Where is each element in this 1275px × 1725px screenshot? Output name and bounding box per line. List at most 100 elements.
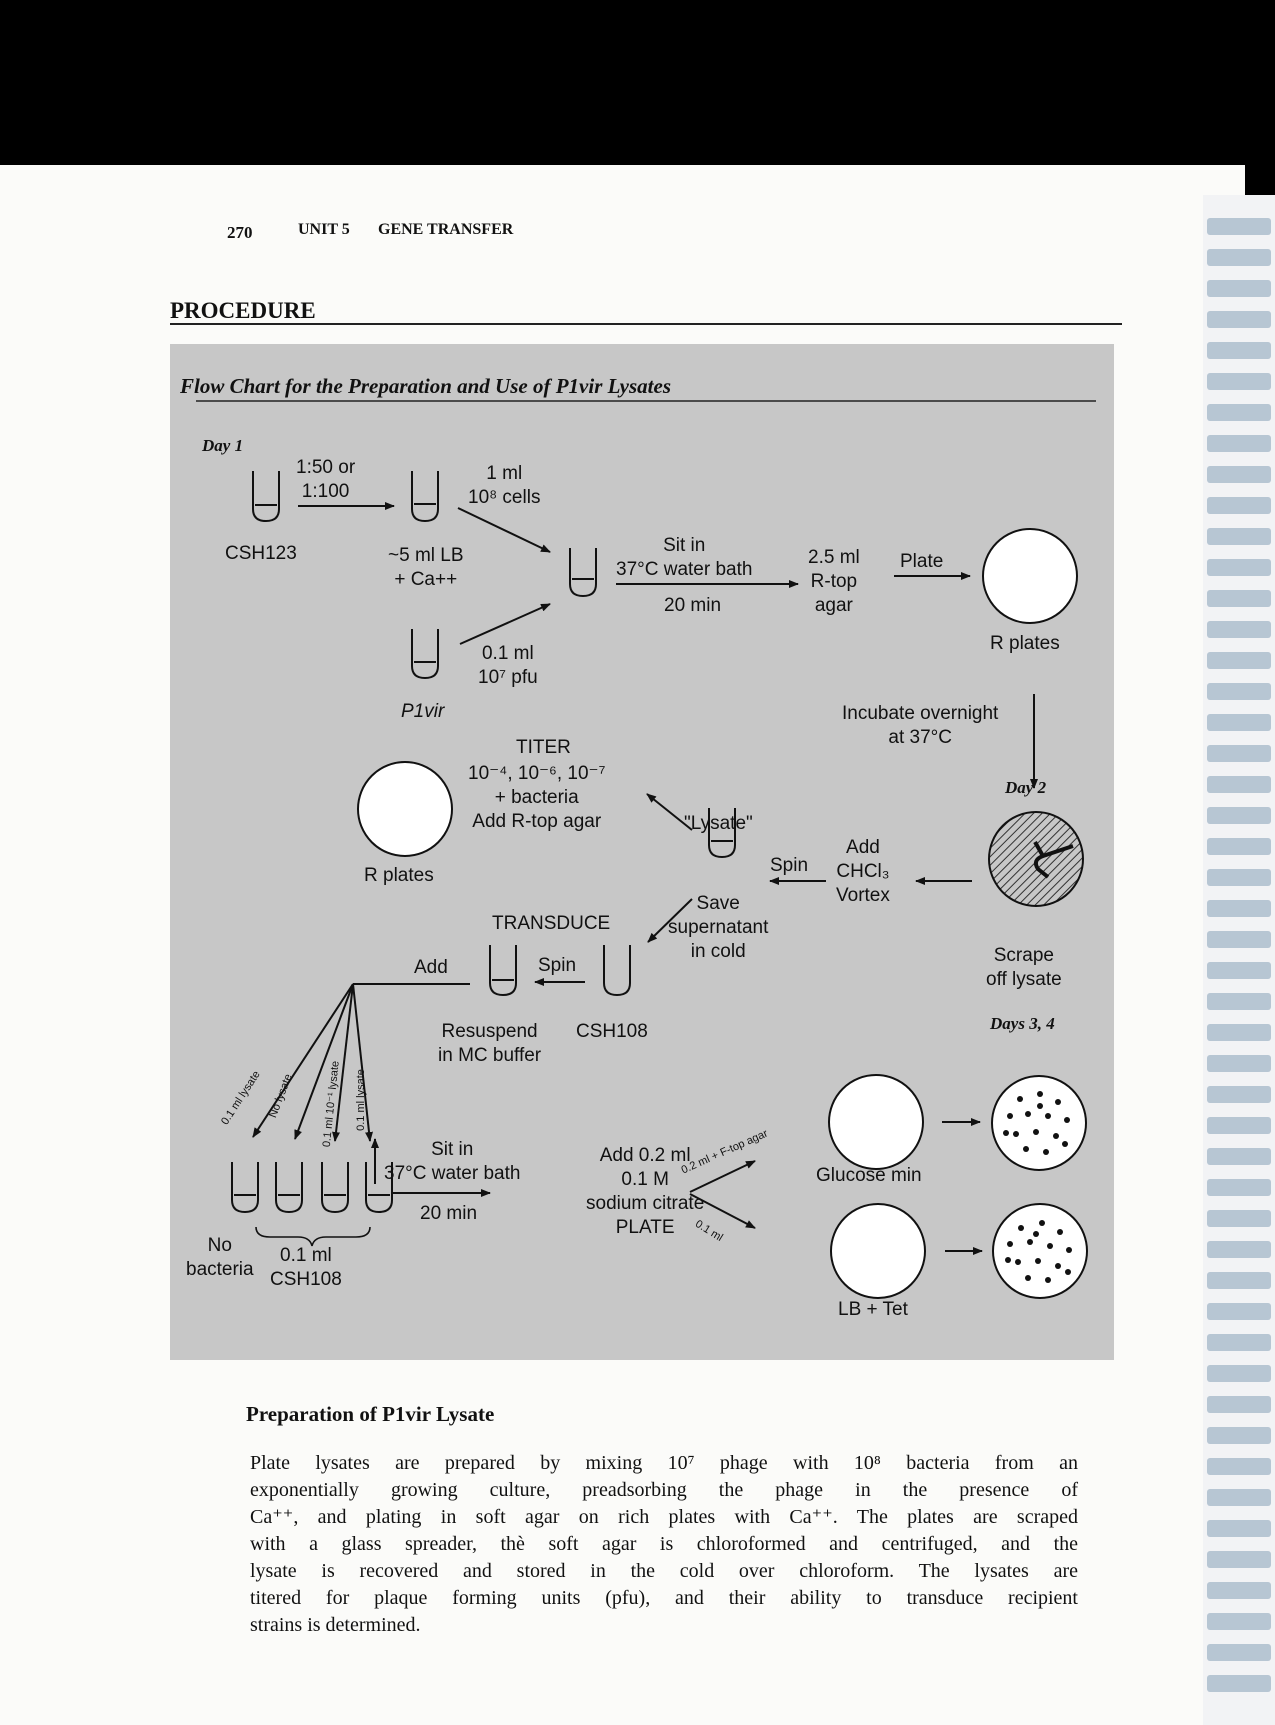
binding-ring (1207, 404, 1271, 421)
paragraph-line: exponentially growing culture, preadsorb… (250, 1479, 1078, 1501)
binding-ring (1207, 1427, 1271, 1444)
section-rule (170, 323, 1122, 325)
brace (255, 1226, 371, 1247)
binding-ring (1207, 590, 1271, 607)
spin2-label: Spin (538, 955, 577, 976)
twenty-min2-label: 20 min (420, 1203, 478, 1224)
lysate-label: "Lysate" (684, 813, 753, 834)
glucose-min-label: Glucose min (816, 1165, 922, 1186)
binding-ring (1207, 1272, 1271, 1289)
lbtet-plate-icon (830, 1203, 926, 1299)
binding-ring (1207, 435, 1271, 452)
r-plate-icon (982, 528, 1078, 624)
colony-plate-icon (991, 1075, 1087, 1171)
twenty-min-label: 20 min (664, 595, 722, 616)
incubate-label: Incubate overnight at 37°C (842, 703, 999, 748)
csh108-label: CSH108 (576, 1021, 648, 1042)
binding-ring (1207, 249, 1271, 266)
titer-dilutions-label: 10⁻⁴, 10⁻⁶, 10⁻⁷ + bacteria Add R-top ag… (468, 763, 606, 832)
sit-in-label: Sit in 37°C water bath (616, 535, 753, 580)
fan-label: 0.1 ml lysate (354, 1069, 367, 1131)
csh108-tubes-label: 0.1 ml CSH108 (270, 1245, 342, 1290)
binding-ring (1207, 1334, 1271, 1351)
section-title: PROCEDURE (170, 298, 316, 323)
cells-label: 1 ml 10⁸ cells (468, 463, 541, 508)
binding-ring (1207, 1055, 1271, 1072)
glucose-plate-icon (828, 1074, 924, 1170)
binding-ring (1207, 1241, 1271, 1258)
binding-ring (1207, 342, 1271, 359)
unit-title: GENE TRANSFER (378, 221, 514, 238)
save-supernatant-label: Save supernatant in cold (668, 893, 769, 962)
binding-ring (1207, 1520, 1271, 1537)
paragraph-line: lysate is recovered and stored in the co… (250, 1560, 1078, 1582)
paragraph-line: Ca⁺⁺, and plating in soft agar on rich p… (250, 1506, 1078, 1528)
plate-label: Plate (900, 551, 944, 572)
binding-ring (1207, 1210, 1271, 1227)
day2-label: Day 2 (1005, 778, 1047, 797)
paragraph-line: titered for plaque forming units (pfu), … (250, 1587, 1078, 1609)
tube-icon (275, 1162, 303, 1214)
binding-ring (1207, 497, 1271, 514)
tube-icon (411, 471, 439, 523)
flow-chart-panel: Flow Chart for the Preparation and Use o… (170, 344, 1114, 1360)
flow-arrows (252, 502, 1038, 1255)
rtop-label: 2.5 ml R-top agar (808, 547, 860, 616)
binding-ring (1207, 1117, 1271, 1134)
lb-tet-label: LB + Tet (838, 1299, 908, 1320)
day1-label: Day 1 (202, 436, 244, 455)
tube-icon (321, 1162, 349, 1214)
binding-ring (1207, 466, 1271, 483)
binding-ring (1207, 683, 1271, 700)
unit-label: UNIT 5 (298, 221, 350, 238)
binding-ring (1207, 962, 1271, 979)
add-label: Add (414, 957, 448, 978)
binding-ring (1207, 1086, 1271, 1103)
subsection-title: Preparation of P1vir Lysate (246, 1402, 495, 1426)
binding-ring (1207, 900, 1271, 917)
csh123-label: CSH123 (225, 543, 297, 564)
binding-ring (1207, 714, 1271, 731)
days34-label: Days 3, 4 (990, 1014, 1055, 1033)
binding-ring (1207, 311, 1271, 328)
lb-tube-label: ~5 ml LB + Ca++ (388, 545, 464, 590)
binding-ring (1207, 218, 1271, 235)
page-number: 270 (227, 223, 253, 242)
binding-ring (1207, 621, 1271, 638)
binding-ring (1207, 528, 1271, 545)
binding-ring (1207, 559, 1271, 576)
binding-ring (1207, 993, 1271, 1010)
tube-icon (411, 629, 439, 680)
binding-ring (1207, 776, 1271, 793)
binding-ring (1207, 1303, 1271, 1320)
p1vir-label: P1vir (401, 701, 445, 722)
colony-plate-icon (992, 1203, 1088, 1299)
binding-ring (1207, 807, 1271, 824)
spreader-icon (1033, 841, 1074, 879)
paragraph-line: strains is determined. (250, 1614, 421, 1636)
binding-ring (1207, 869, 1271, 886)
tube-icon (231, 1162, 259, 1214)
no-bacteria-label: No bacteria (186, 1235, 254, 1280)
binding-ring (1207, 1613, 1271, 1630)
binding-ring (1207, 1675, 1271, 1692)
tube-icon (489, 945, 517, 997)
binding-ring (1207, 280, 1271, 297)
chart-title: Flow Chart for the Preparation and Use o… (180, 374, 671, 398)
pfu-label: 0.1 ml 10⁷ pfu (478, 643, 538, 688)
tube-icon (569, 548, 597, 598)
titer-r-plates-label: R plates (364, 865, 434, 886)
tube-icon (365, 1162, 393, 1214)
binding-ring (1207, 1458, 1271, 1475)
binding-ring (1207, 1365, 1271, 1382)
dilution-label: 1:50 or 1:100 (296, 457, 356, 502)
spin-label: Spin (770, 855, 809, 876)
add-chcl3-label: Add CHCl₃ Vortex (836, 837, 890, 906)
resuspend-label: Resuspend in MC buffer (438, 1021, 542, 1066)
tube-icon (603, 945, 631, 997)
r-plates-label: R plates (990, 633, 1060, 654)
titer-plate-icon (357, 761, 453, 857)
binding-ring (1207, 1551, 1271, 1568)
binding-ring (1207, 745, 1271, 762)
binding-ring (1207, 652, 1271, 669)
